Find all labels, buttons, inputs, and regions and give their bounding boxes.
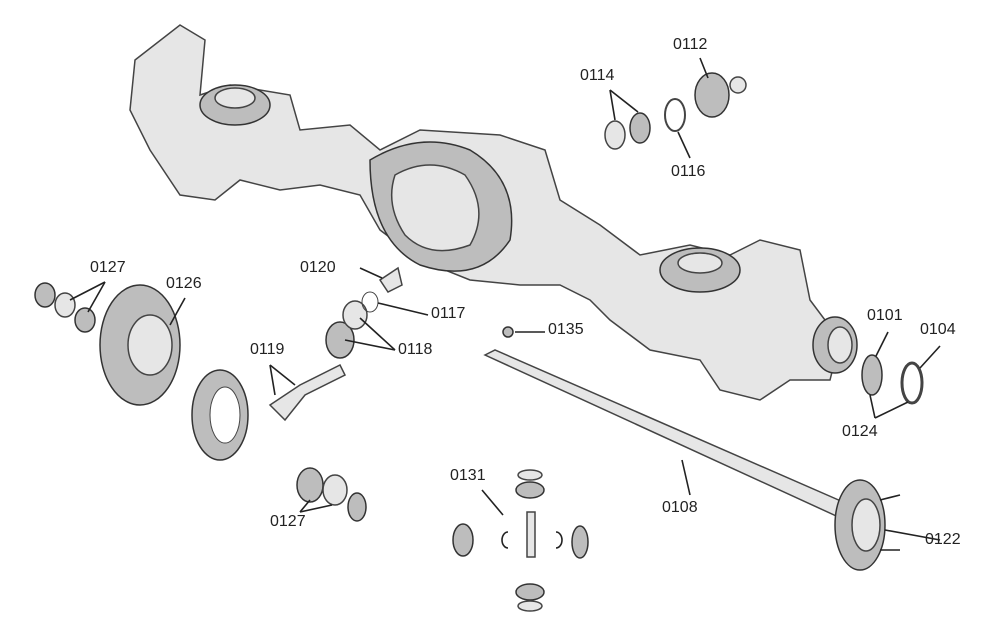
label-0104: 0104 xyxy=(920,321,956,338)
label-0119: 0119 xyxy=(250,341,285,358)
label-0108: 0108 xyxy=(662,499,698,516)
differential-case xyxy=(34,282,181,406)
label-0116: 0116 xyxy=(671,163,706,180)
ring-and-pinion xyxy=(191,363,347,461)
label-0101: 0101 xyxy=(867,307,903,324)
label-0114: 0114 xyxy=(580,67,615,84)
label-0120: 0120 xyxy=(300,259,336,276)
label-0118: 0118 xyxy=(398,341,433,358)
label-0124: 0124 xyxy=(842,423,878,440)
label-0135: 0135 xyxy=(548,321,584,338)
pinion-bearings xyxy=(325,266,403,359)
leader-lines xyxy=(69,57,941,541)
label-0112: 0112 xyxy=(673,36,708,53)
label-0127-bottom: 0127 xyxy=(270,513,306,530)
spider-gears xyxy=(452,469,589,612)
label-0131: 0131 xyxy=(450,467,486,484)
small-clip xyxy=(502,326,514,338)
label-0127-top: 0127 xyxy=(90,259,126,276)
side-bearings xyxy=(296,467,367,522)
pinion-parts-top xyxy=(604,72,747,150)
bearing-and-seal xyxy=(861,354,924,405)
axle-housing xyxy=(129,24,858,401)
label-0122: 0122 xyxy=(925,531,961,548)
label-0117: 0117 xyxy=(431,305,466,322)
label-0126: 0126 xyxy=(166,275,202,292)
axle-shaft xyxy=(483,349,901,571)
